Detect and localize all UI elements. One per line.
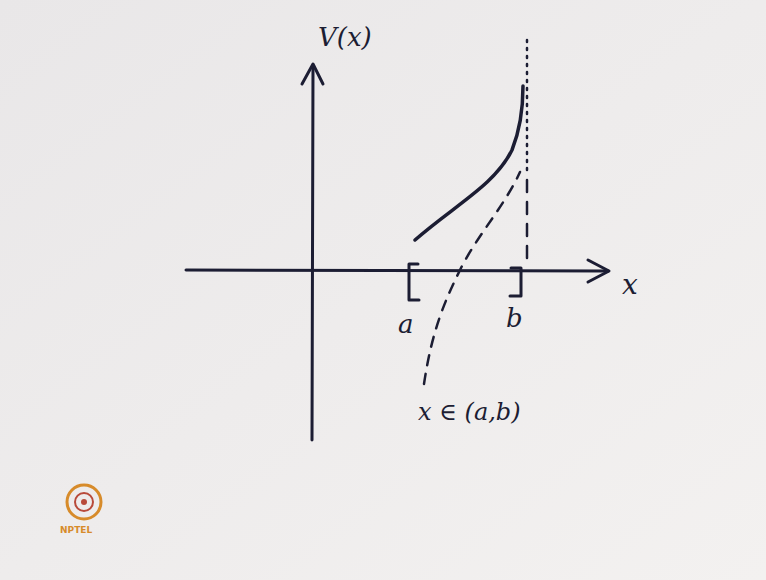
interval-note: x ∈ (a,b) [418, 400, 521, 424]
y-axis-arrowhead [302, 64, 323, 84]
asymptote-dashed [526, 180, 529, 262]
endpoint-label: a [398, 311, 414, 337]
logo-mark [67, 485, 101, 519]
left-bracket [409, 264, 419, 300]
logo-text: NPTEL [60, 526, 92, 535]
potential-curve [415, 86, 523, 240]
right-bracket [510, 268, 521, 296]
extended-curve [424, 172, 520, 384]
axis-label: V(x) [318, 24, 372, 50]
x-axis [186, 270, 608, 271]
endpoint-label: b [506, 305, 523, 331]
axis-label: x [622, 271, 638, 299]
x-axis-arrowhead [588, 260, 609, 282]
y-axis [312, 66, 313, 440]
asymptote-dotted [526, 40, 529, 175]
